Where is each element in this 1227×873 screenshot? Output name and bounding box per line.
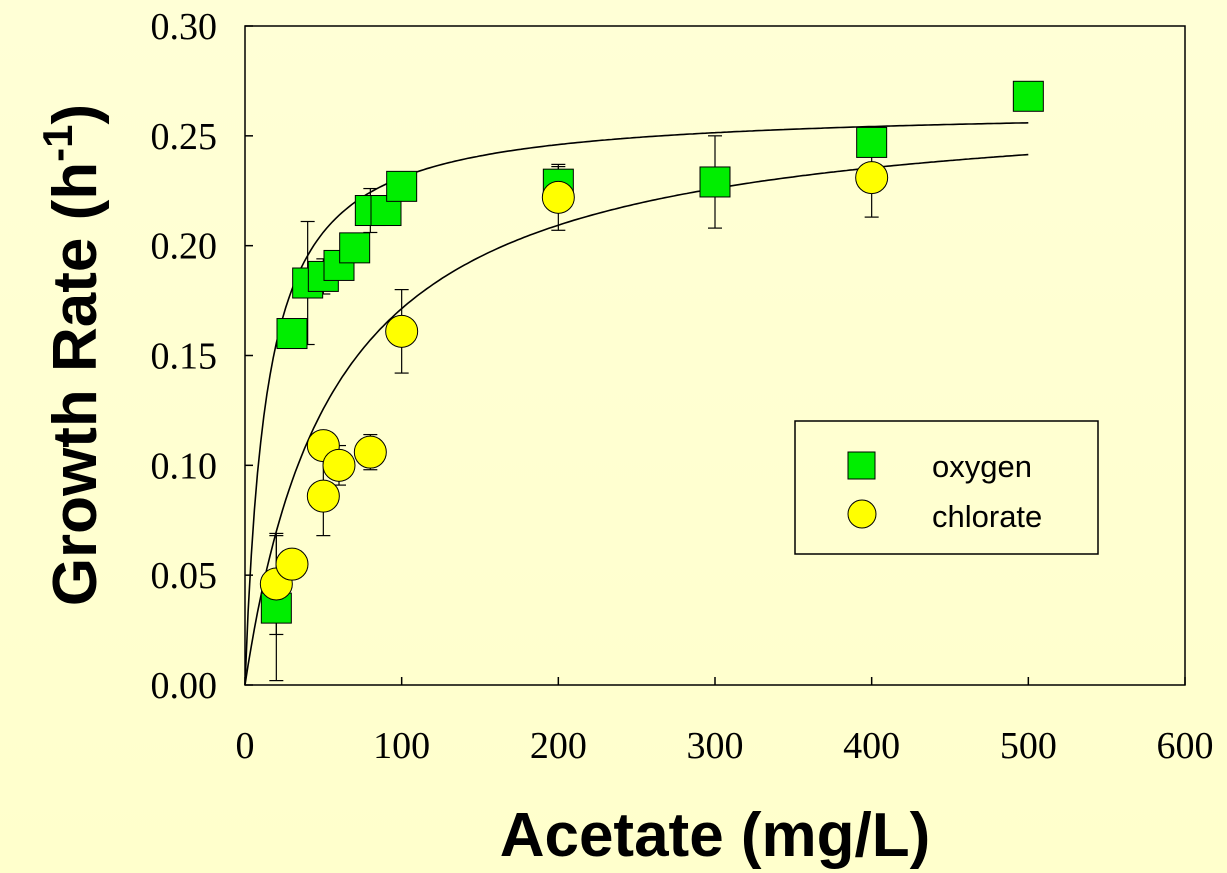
x-tick-label: 600	[1157, 725, 1214, 767]
y-axis-title-tail: )	[41, 104, 110, 125]
x-tick-label: 200	[530, 725, 587, 767]
y-tick-label: 0.10	[151, 445, 218, 487]
x-tick-label: 0	[236, 725, 255, 767]
y-axis-title: Growth Rate (h-1)	[34, 104, 110, 606]
y-tick-label: 0.30	[151, 6, 218, 48]
legend-label-chlorate: chlorate	[932, 499, 1042, 534]
legend-label-oxygen: oxygen	[932, 449, 1032, 484]
x-axis-ticks: 0 100 200 300 400 500 600	[236, 677, 1214, 767]
y-axis-title-main: Growth Rate (h	[41, 162, 110, 606]
legend-oxygen-square-icon	[847, 451, 876, 480]
point-oxygen	[1012, 80, 1044, 112]
point-oxygen	[307, 260, 339, 292]
point-chlorate	[275, 547, 309, 581]
point-oxygen	[699, 166, 731, 198]
legend: oxygen chlorate	[794, 420, 1099, 555]
data-markers	[259, 80, 1044, 624]
point-oxygen	[386, 170, 418, 202]
x-tick-label: 500	[1000, 725, 1057, 767]
x-tick-label: 100	[373, 725, 430, 767]
x-tick-label: 300	[687, 725, 744, 767]
y-tick-label: 0.20	[151, 226, 218, 268]
y-axis-ticks: 0.00 0.05 0.10 0.15 0.20 0.25 0.30	[151, 6, 253, 707]
y-tick-label: 0.25	[151, 116, 218, 158]
point-chlorate	[541, 180, 575, 214]
point-oxygen	[276, 318, 308, 350]
y-tick-label: 0.00	[151, 665, 218, 707]
legend-box	[794, 420, 1099, 555]
point-chlorate	[855, 161, 889, 195]
x-axis-title: Acetate (mg/L)	[500, 801, 931, 870]
point-oxygen	[339, 232, 371, 264]
legend-chlorate-circle-icon	[847, 499, 877, 529]
point-chlorate	[306, 479, 340, 513]
fit-curve-chlorate	[244, 153, 1029, 686]
y-axis-title-superscript: -1	[34, 124, 81, 161]
point-oxygen	[856, 126, 888, 158]
y-tick-label: 0.15	[151, 336, 218, 378]
point-chlorate	[385, 314, 419, 348]
fit-curve-oxygen	[244, 122, 1029, 686]
point-chlorate	[353, 435, 387, 469]
plot-area-frame	[244, 25, 1186, 686]
point-chlorate	[322, 448, 356, 482]
x-tick-label: 400	[843, 725, 900, 767]
fit-curves	[244, 122, 1029, 686]
y-tick-label: 0.05	[151, 555, 218, 597]
